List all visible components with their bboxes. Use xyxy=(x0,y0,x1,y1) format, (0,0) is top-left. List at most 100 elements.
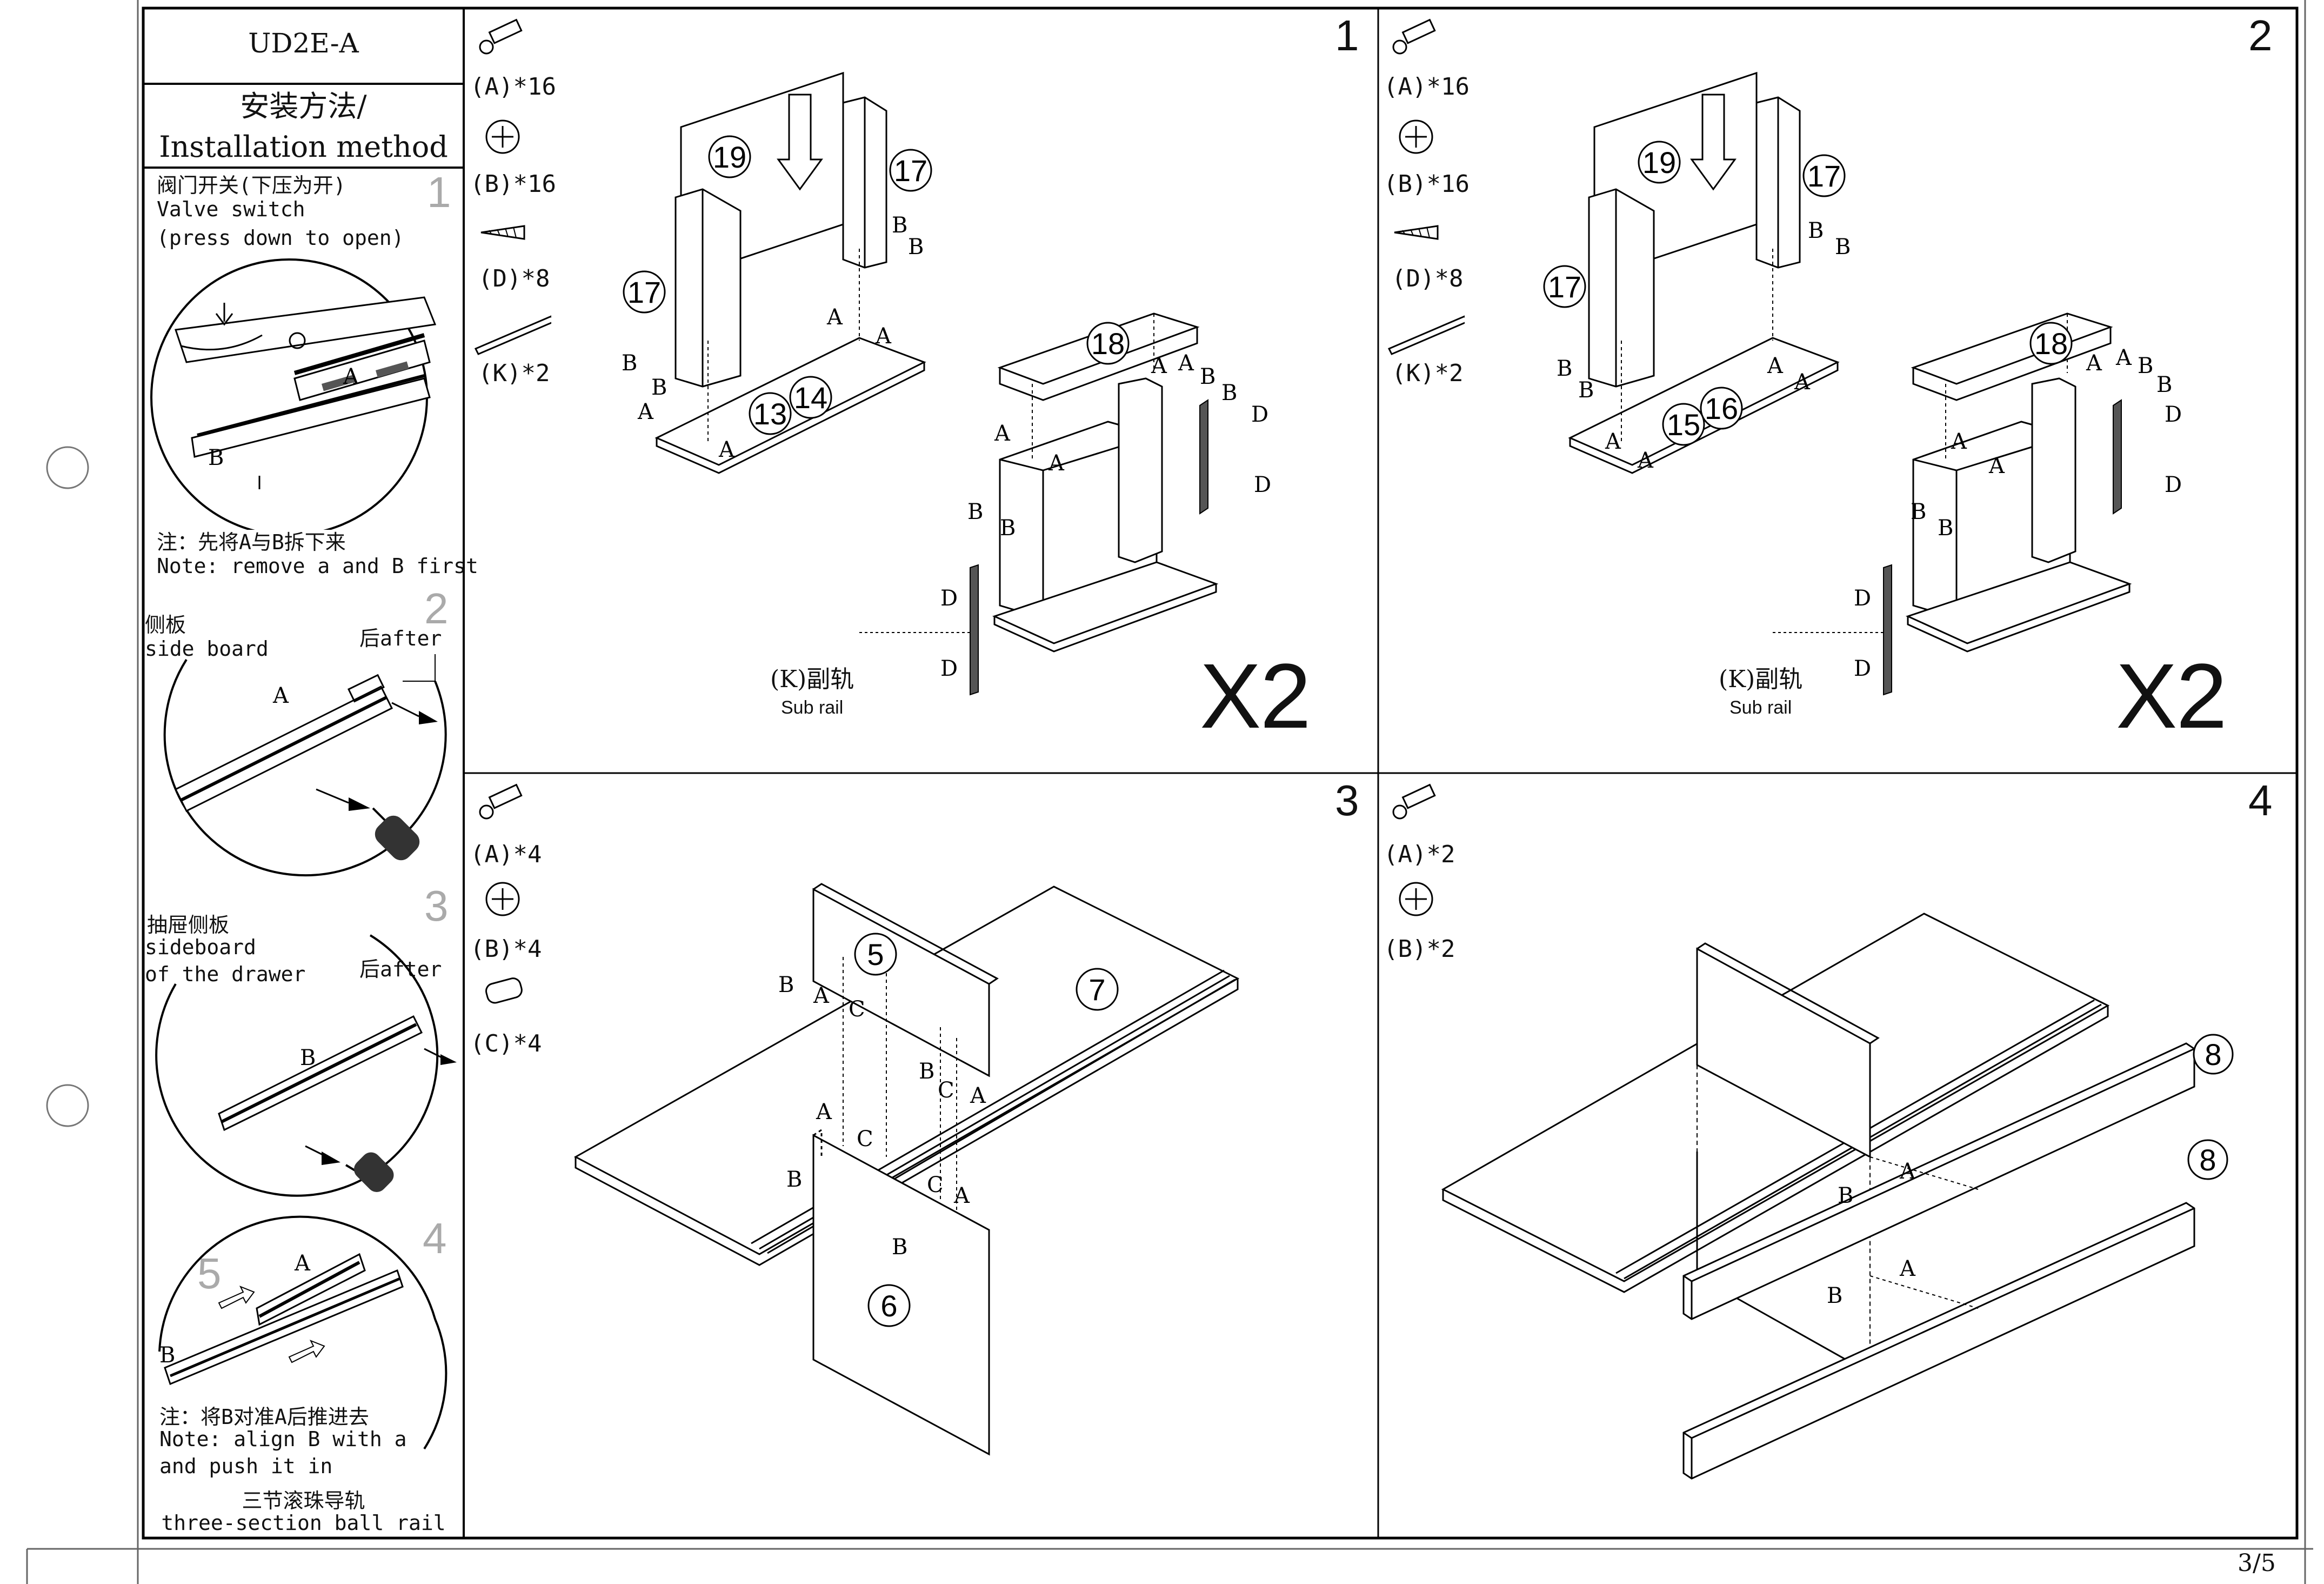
svg-text:A: A xyxy=(718,437,735,462)
multiplier: X2 xyxy=(1200,645,1311,748)
svg-text:A: A xyxy=(1605,429,1621,454)
part-number: 19 xyxy=(713,140,746,174)
hardware-count: (A)*2 xyxy=(1384,841,1455,868)
step-number: 4 xyxy=(2248,776,2273,824)
hardware-count: (B)*16 xyxy=(470,170,556,198)
svg-text:D: D xyxy=(1251,402,1268,427)
align-note-en: Note: align B with a xyxy=(159,1427,407,1451)
step-number: 2 xyxy=(2248,11,2273,59)
svg-text:C: C xyxy=(849,997,865,1022)
part-number: 13 xyxy=(753,397,787,431)
svg-text:A: A xyxy=(1178,351,1194,376)
svg-text:B: B xyxy=(1835,235,1851,259)
step-number: 3 xyxy=(1335,776,1359,824)
svg-text:A: A xyxy=(637,400,654,424)
svg-text:C: C xyxy=(857,1127,873,1152)
side-step-number: 4 xyxy=(423,1214,447,1262)
svg-text:B: B xyxy=(892,213,907,238)
svg-text:A: A xyxy=(343,364,359,389)
ball-rail-detail-1: A B xyxy=(150,258,437,530)
hardware-count: (A)*4 xyxy=(470,841,542,868)
dowel-icon xyxy=(485,977,523,1004)
cam-bolt-icon xyxy=(1392,783,1436,820)
multiplier: X2 xyxy=(2116,645,2227,748)
svg-text:C: C xyxy=(927,1173,944,1197)
svg-text:A: A xyxy=(1637,448,1654,473)
cam-lock-icon xyxy=(485,882,520,916)
drawer-sideboard-cn: 抽屉侧板 xyxy=(147,913,230,937)
svg-text:A: A xyxy=(1899,1159,1916,1184)
part-number: 7 xyxy=(1088,973,1105,1007)
svg-text:A: A xyxy=(826,305,843,330)
svg-text:B: B xyxy=(159,1343,175,1368)
align-note-en2: and push it in xyxy=(159,1454,333,1478)
svg-text:B: B xyxy=(967,500,983,524)
svg-text:B: B xyxy=(208,445,224,470)
svg-text:C: C xyxy=(938,1078,954,1103)
svg-text:A: A xyxy=(1767,354,1784,378)
side-note-en: Note: remove a and B first xyxy=(157,554,478,578)
sub-rail-cn: (K)副轨 xyxy=(770,665,854,693)
svg-text:A: A xyxy=(1899,1256,1916,1281)
screw-icon xyxy=(1394,225,1439,240)
svg-text:B: B xyxy=(1808,218,1824,243)
part-number: 17 xyxy=(894,154,927,188)
rail-icon xyxy=(474,315,551,355)
ball-rail-detail-2: A B xyxy=(158,1215,448,1450)
valve-switch-cn: 阀门开关(下压为开) xyxy=(157,174,346,197)
part-number: 8 xyxy=(2205,1037,2221,1071)
svg-text:A: A xyxy=(1951,429,1967,454)
svg-text:B: B xyxy=(908,235,924,259)
align-note-cn: 注：将B对准A后推进去 xyxy=(159,1405,369,1429)
svg-text:B: B xyxy=(1938,516,1953,541)
svg-text:A: A xyxy=(272,683,289,708)
hardware-icons-step3 xyxy=(479,783,523,1004)
hardware-count: (A)*16 xyxy=(470,73,556,101)
side-note-cn: 注：先将A与B拆下来 xyxy=(157,530,346,554)
screw-icon xyxy=(480,225,525,240)
part-number: 17 xyxy=(627,275,661,309)
svg-text:B: B xyxy=(1911,500,1926,524)
side-step-number: 1 xyxy=(427,168,451,216)
svg-text:B: B xyxy=(778,973,794,997)
svg-text:B: B xyxy=(892,1235,907,1260)
part-number: 19 xyxy=(1642,145,1676,179)
svg-text:D: D xyxy=(1854,656,1871,681)
cam-bolt-icon xyxy=(1392,18,1436,55)
svg-text:A: A xyxy=(813,983,830,1008)
page-number: 3/5 xyxy=(2238,1549,2276,1577)
part-number: 8 xyxy=(2199,1143,2216,1177)
side-board-detail: A xyxy=(163,654,447,877)
hardware-count: (K)*2 xyxy=(478,360,550,387)
svg-text:B: B xyxy=(786,1167,802,1192)
step-number: 1 xyxy=(1335,11,1359,59)
hardware-count: (D)*8 xyxy=(1392,265,1464,292)
svg-text:A: A xyxy=(1151,354,1167,378)
valve-switch-en: Valve switch xyxy=(157,197,305,221)
drawer-sideboard-en: sideboard xyxy=(145,935,256,959)
cam-lock-icon xyxy=(1399,119,1433,154)
part-number: 16 xyxy=(1705,391,1738,425)
rail-icon xyxy=(1387,315,1465,355)
svg-text:A: A xyxy=(2086,351,2102,376)
svg-text:B: B xyxy=(919,1059,934,1084)
method-title-cn: 安装方法/ xyxy=(240,89,367,123)
model-code: UD2E-A xyxy=(248,28,359,59)
svg-text:A: A xyxy=(970,1083,986,1108)
part-number: 18 xyxy=(1091,327,1125,361)
svg-text:D: D xyxy=(2165,472,2182,497)
svg-text:A: A xyxy=(994,421,1011,446)
svg-text:B: B xyxy=(1200,364,1216,389)
hardware-count: (B)*4 xyxy=(470,935,542,963)
hardware-count: (D)*8 xyxy=(478,265,550,292)
svg-text:A: A xyxy=(875,324,892,349)
rail-name-en: three-section ball rail xyxy=(161,1511,446,1535)
part-number: 6 xyxy=(880,1289,897,1323)
sub-rail-en: Sub rail xyxy=(1729,697,1792,718)
svg-text:B: B xyxy=(1578,378,1594,403)
svg-text:D: D xyxy=(1854,586,1871,611)
